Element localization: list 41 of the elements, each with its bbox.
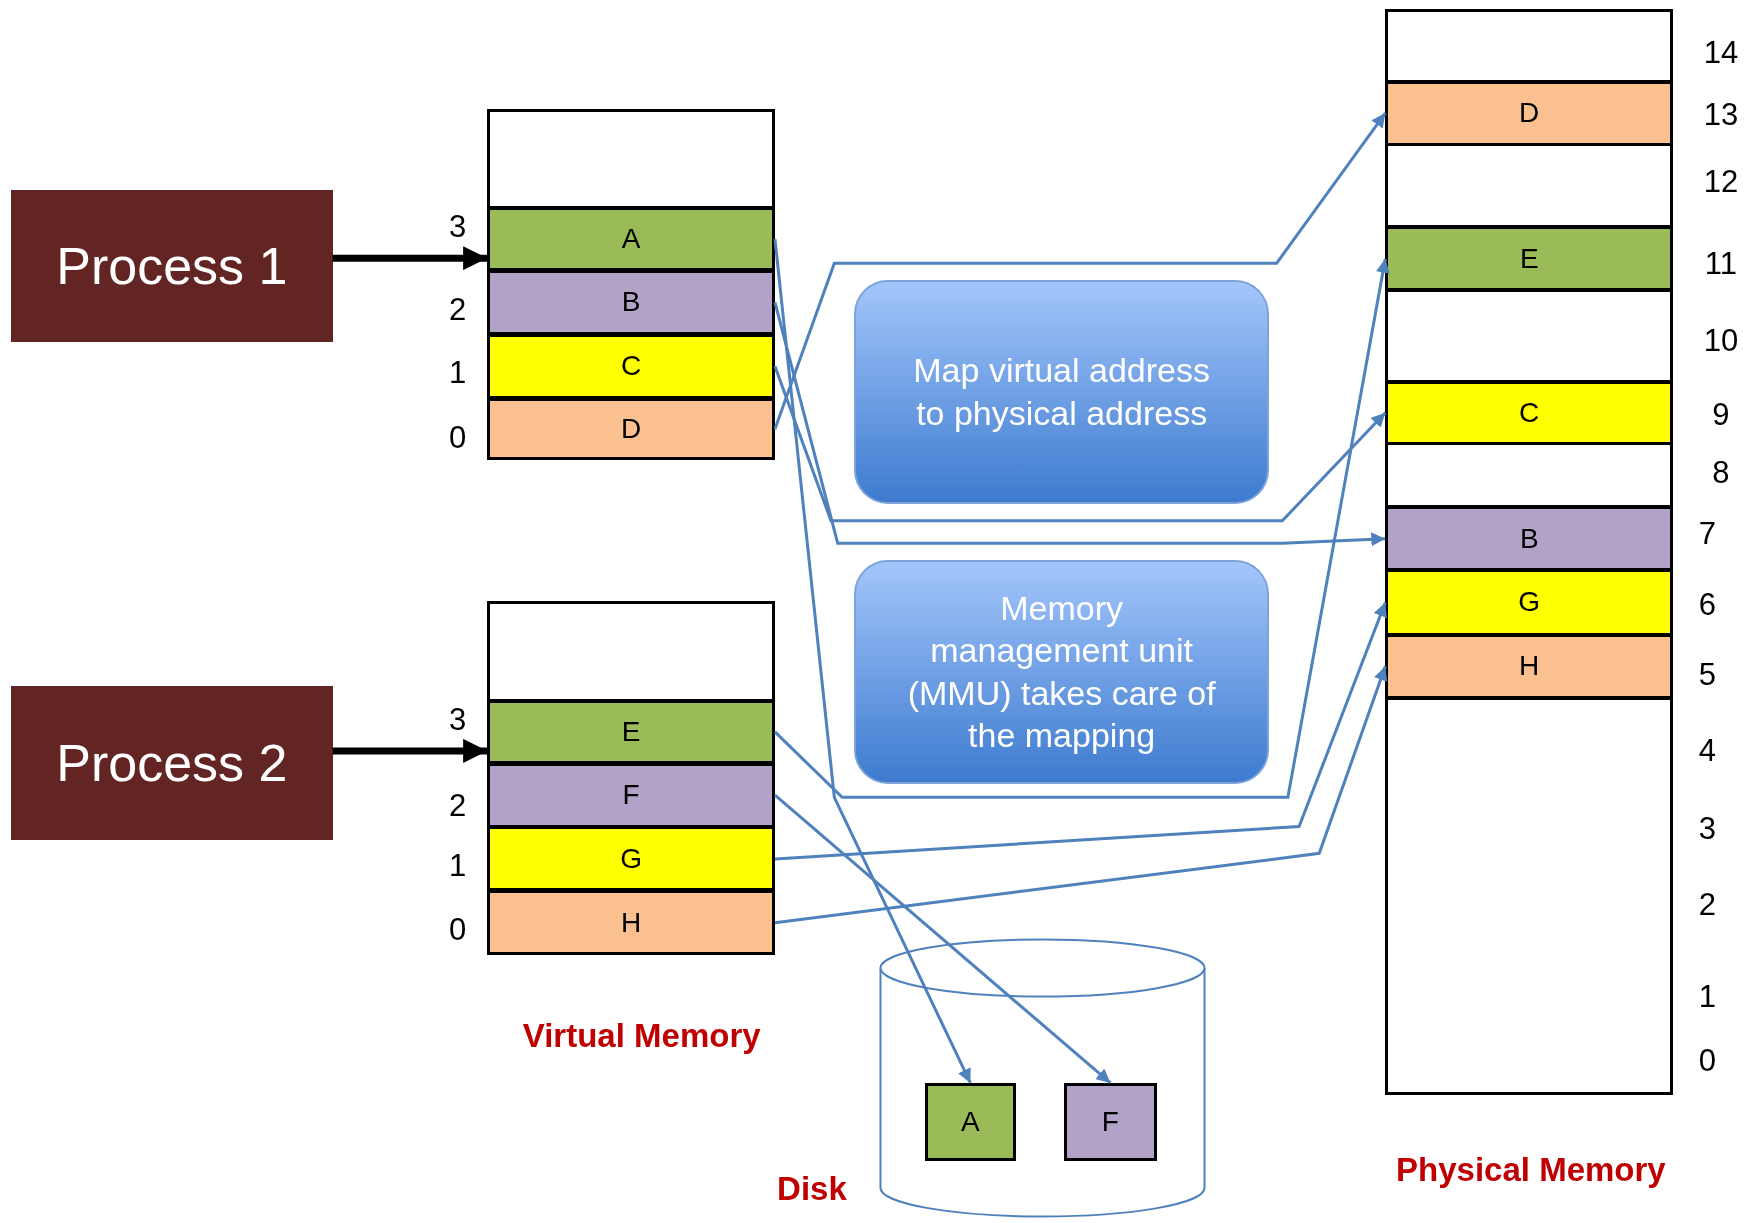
- callout-bubble: Memory management unit (MMU) takes care of the mapping: [854, 559, 1269, 784]
- memory-page: F: [1063, 1082, 1157, 1162]
- address-number: 13: [1703, 96, 1739, 133]
- memory-heading: Physical Memory: [1396, 1151, 1666, 1190]
- address-number: 3: [449, 701, 467, 738]
- address-number: 0: [449, 419, 467, 456]
- address-number: 1: [1698, 979, 1717, 1016]
- arrow: [332, 738, 488, 763]
- address-number: 7: [1698, 515, 1717, 552]
- address-number: 3: [449, 208, 467, 245]
- arrow: [773, 112, 1387, 430]
- arrow: [774, 794, 1112, 1085]
- arrow: [773, 238, 972, 1084]
- arrow: [332, 246, 488, 271]
- address-number: 0: [449, 912, 467, 949]
- arrow: [774, 601, 1387, 861]
- address-number: 1: [449, 848, 467, 885]
- address-number: 2: [449, 787, 467, 824]
- address-number: 5: [1698, 656, 1717, 693]
- address-number: 9: [1712, 397, 1730, 434]
- address-number: 14: [1703, 35, 1739, 72]
- address-number: 10: [1703, 323, 1739, 360]
- address-number: 2: [449, 291, 467, 328]
- address-number: 12: [1703, 164, 1739, 201]
- address-number: 6: [1698, 587, 1717, 624]
- address-number: 4: [1698, 733, 1717, 770]
- address-number: 0: [1698, 1043, 1717, 1080]
- process-box: Process 1: [11, 190, 333, 342]
- address-number: 3: [1698, 811, 1717, 848]
- arrow: [773, 258, 1390, 799]
- address-number: 2: [1698, 886, 1717, 923]
- memory-heading: Disk: [777, 1170, 847, 1209]
- arrow: [773, 302, 1386, 547]
- memory-page: A: [925, 1082, 1016, 1162]
- callout-bubble: Map virtual address to physical address: [854, 279, 1269, 504]
- address-number: 11: [1704, 245, 1737, 282]
- process-box: Process 2: [11, 686, 333, 840]
- address-number: 1: [449, 354, 467, 391]
- arrow: [773, 365, 1387, 523]
- memory-heading: Virtual Memory: [522, 1016, 761, 1055]
- address-number: 8: [1712, 455, 1730, 492]
